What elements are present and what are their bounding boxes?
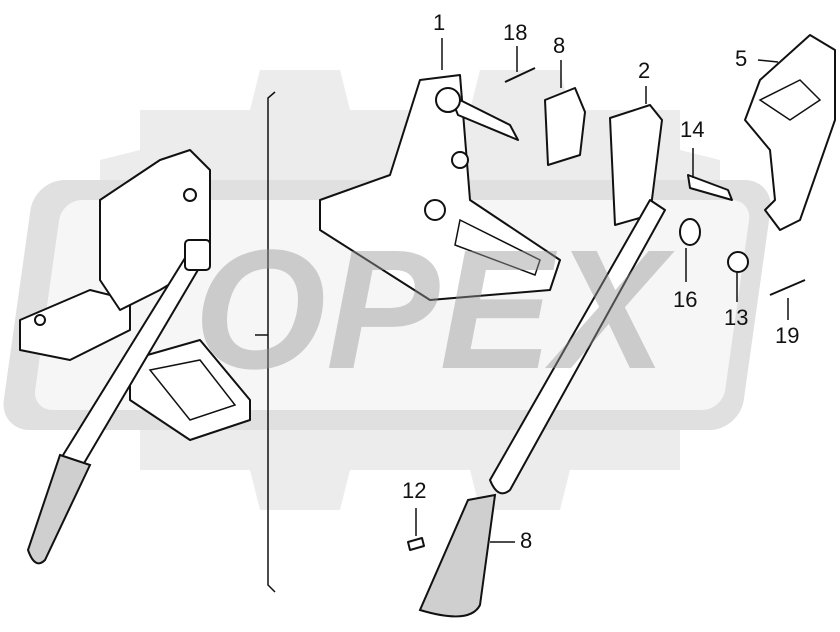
part-16-washer — [679, 218, 701, 246]
divider-bracket — [267, 91, 276, 593]
part-5-hook-latch — [744, 34, 836, 231]
callout-14: 14 — [680, 117, 705, 142]
part-12-screw — [407, 537, 425, 551]
part-2-plate — [609, 104, 663, 226]
callout-8-grip: 8 — [520, 528, 533, 553]
callout-16: 16 — [673, 287, 698, 312]
part-18-pin — [504, 67, 536, 83]
callout-2: 2 — [638, 58, 651, 83]
callout-1: 1 — [433, 10, 446, 35]
callout-18: 18 — [503, 20, 528, 45]
lever-arm — [489, 199, 666, 495]
assembled-lever-unit — [19, 149, 251, 565]
part-8-link-plate — [544, 87, 586, 166]
part-1-bracket — [319, 74, 561, 301]
callout-13: 13 — [724, 305, 749, 330]
leader-lines — [415, 38, 789, 543]
callout-8-link: 8 — [553, 33, 566, 58]
callout-19: 19 — [775, 323, 800, 348]
part-19-pin — [769, 279, 806, 296]
callout-5: 5 — [735, 46, 748, 71]
part-8-handle-grip — [418, 493, 497, 618]
part-13-nut — [727, 251, 749, 273]
part-14-bolt — [687, 174, 733, 201]
callout-12: 12 — [402, 478, 427, 503]
